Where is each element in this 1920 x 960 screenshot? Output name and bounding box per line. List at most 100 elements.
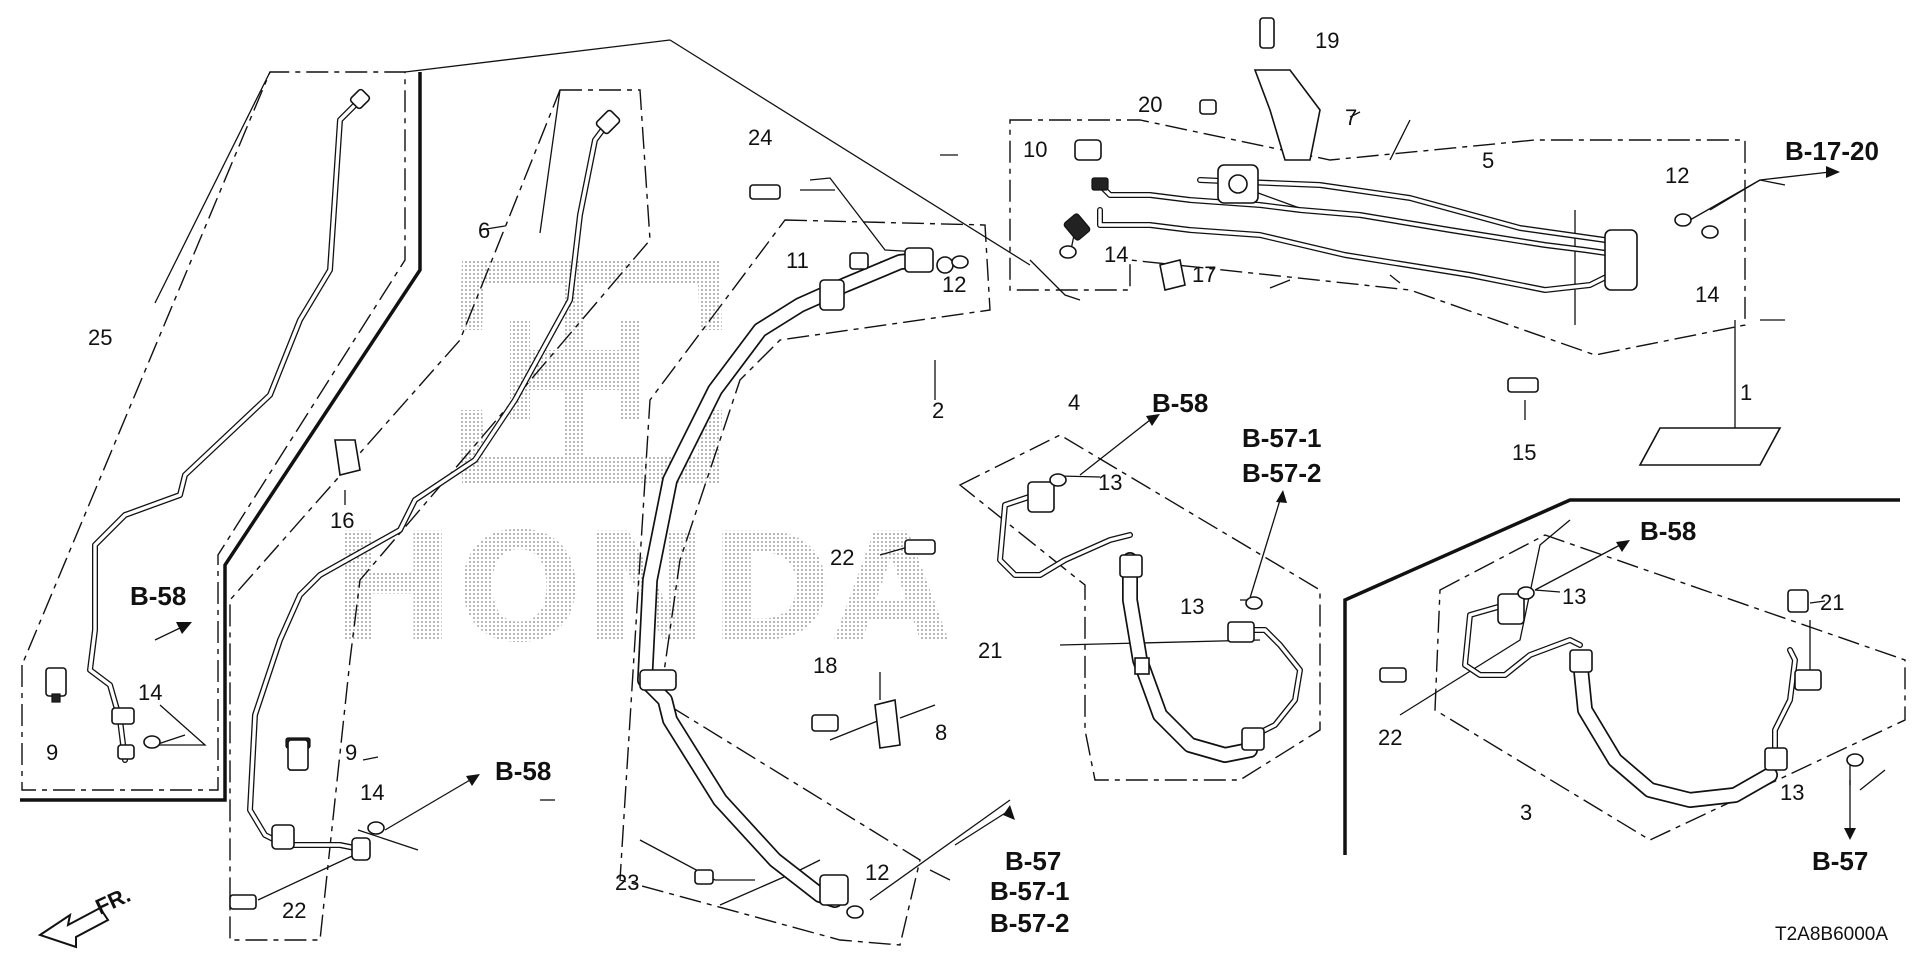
callout-2: 2 [932,398,944,423]
honda-h-emblem [460,260,722,485]
ref-b-57-1-bottom: B-57-1 [990,876,1069,906]
fr-arrow-icon [37,906,110,949]
ref-b-57-1-top: B-57-1 [1242,423,1321,453]
pipe-5 [1063,164,1638,293]
callout-21a: 21 [978,638,1002,663]
callout-12a: 12 [942,272,966,297]
hose-2 [637,247,954,908]
ref-b-58-top: B-58 [1152,388,1208,418]
bolt-18 [811,714,839,732]
callout-23: 23 [615,870,639,895]
group-4-outline [958,434,1321,781]
callout-14b: 14 [138,680,162,705]
callout-14d: 14 [1695,282,1719,307]
clip-16 [334,439,361,476]
bolt-15 [1507,377,1539,393]
nut-21a [1134,657,1150,675]
frame-lines [20,72,1900,855]
bolt-22c [1379,667,1407,683]
ref-b-57-bottom: B-57 [1005,846,1061,876]
oring-12c [846,905,864,919]
callout-18: 18 [813,653,837,678]
bolt-19 [1259,17,1275,49]
bolt-23 [694,869,714,885]
oring-13b [1245,596,1263,610]
pipe-6 [247,109,621,861]
callout-13b: 13 [1180,594,1204,619]
callout-7: 7 [1345,105,1357,130]
front-direction-indicator: FR. [37,882,134,949]
hose-3 [1462,593,1822,808]
callout-24: 24 [748,125,772,150]
callout-10: 10 [1023,137,1047,162]
ref-b-57-2-top: B-57-2 [1242,458,1321,488]
cap-10 [1074,139,1102,161]
switch-9b [287,739,309,771]
hose-4 [997,481,1303,763]
callout-16: 16 [330,508,354,533]
callout-9a: 9 [46,740,58,765]
callout-22b: 22 [282,898,306,923]
label-1 [1638,427,1782,466]
group-25-outline [21,71,406,791]
group-2-outline [619,219,991,946]
leader-lines [154,39,1886,906]
callout-9b: 9 [345,740,357,765]
pipe-25 [87,88,371,763]
callout-21b: 21 [1820,590,1844,615]
reference-arrows [154,166,1856,846]
callout-6: 6 [478,218,490,243]
callout-4: 4 [1068,390,1080,415]
callout-12b: 12 [1665,163,1689,188]
clip-17 [1159,259,1186,291]
ref-b-57-right: B-57 [1812,846,1868,876]
callout-8: 8 [935,720,947,745]
bolt-20 [1199,99,1217,115]
callout-17: 17 [1192,262,1216,287]
callout-15: 15 [1512,440,1536,465]
callout-1: 1 [1740,380,1752,405]
callout-5: 5 [1482,148,1494,173]
callout-13d: 13 [1780,780,1804,805]
ref-b-58-left: B-58 [130,581,186,611]
oring-13a [1049,473,1067,487]
group-3-outline [1434,534,1906,841]
bolt-22a [904,539,936,555]
diagram-code: T2A8B6000A [1775,924,1888,945]
switch-9a [45,667,67,697]
callout-25: 25 [88,325,112,350]
callout-19: 19 [1315,28,1339,53]
oring-12a [951,255,969,269]
hardware [45,17,1864,919]
callout-3: 3 [1520,800,1532,825]
clamp-8 [874,699,901,749]
callout-20: 20 [1138,92,1162,117]
bolt-24 [749,184,781,200]
nut-21b [1787,589,1809,613]
honda-watermark: HONDA [330,260,949,676]
callout-22c: 22 [1378,725,1402,750]
callout-numbers: 1 2 3 4 5 6 7 8 9 9 10 11 12 12 12 13 13… [46,28,1844,923]
group-outlines [21,71,1906,946]
ref-b-57-2-bottom: B-57-2 [990,908,1069,938]
nut-11 [849,252,869,270]
oring-14b [143,735,161,749]
oring-13d [1846,753,1864,767]
oring-13c [1517,586,1535,600]
ref-b-58-mid: B-58 [495,756,551,786]
reference-labels: B-17-20 B-58 B-58 B-58 B-58 B-57-1 B-57-… [130,136,1888,945]
ref-b-58-right: B-58 [1640,516,1696,546]
bracket-7 [1253,69,1321,161]
oring-14d [1701,225,1719,239]
oring-14a [1059,245,1077,259]
callout-13a: 13 [1098,470,1122,495]
callout-14a: 14 [1104,242,1128,267]
callout-11: 11 [786,248,809,273]
callout-13c: 13 [1562,584,1586,609]
ref-b-17-20: B-17-20 [1785,136,1879,166]
oring-14c [367,821,385,835]
callout-22a: 22 [830,545,854,570]
oring-12b [1674,213,1692,227]
callout-12c: 12 [865,860,889,885]
